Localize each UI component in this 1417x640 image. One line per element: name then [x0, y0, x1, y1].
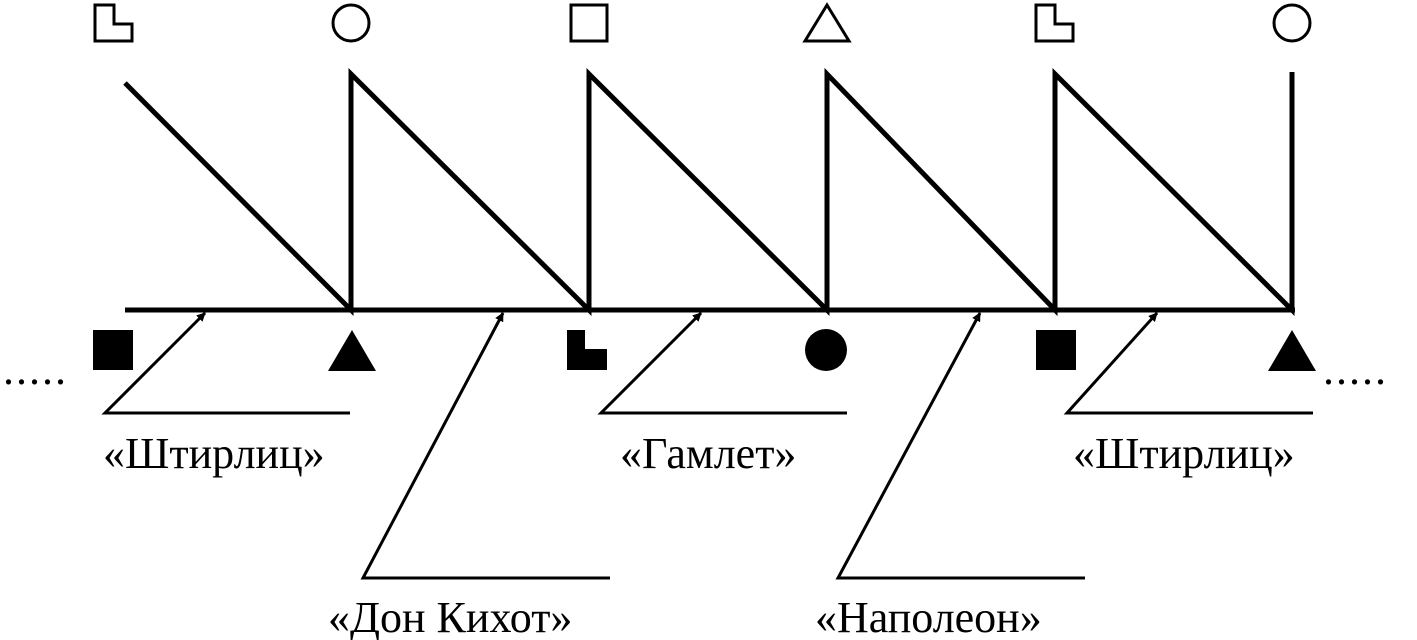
circle-filled-icon: [805, 329, 847, 371]
l-shape-outline-icon: [93, 3, 134, 43]
relation-zigzag-line: [123, 67, 1295, 317]
triangle-outline-icon: [802, 2, 852, 43]
circle-outline-icon: [1272, 3, 1312, 43]
circle-outline-icon: [331, 3, 371, 43]
napoleon-bracket: [835, 312, 1085, 580]
stirlitz-left-bracket: [101, 311, 350, 415]
label-napoleon: «Наполеон»: [815, 593, 1042, 640]
stirlitz-right-bracket: [1063, 311, 1313, 415]
label-hamlet: «Гамлет»: [620, 429, 796, 478]
continuation-dots-right: .....: [1323, 345, 1388, 394]
square-filled-icon: [93, 330, 133, 370]
label-stirlitz-right: «Штирлиц»: [1073, 429, 1295, 478]
hamlet-bracket: [597, 311, 847, 415]
label-don-quixote: «Дон Кихот»: [328, 593, 572, 640]
square-outline-icon: [569, 3, 609, 43]
l-shape-outline-icon: [1034, 3, 1075, 43]
triangle-filled-icon: [328, 330, 376, 371]
continuation-dots-left: .....: [3, 345, 68, 394]
square-filled-icon: [1036, 330, 1076, 370]
label-stirlitz-left: «Штирлиц»: [103, 429, 325, 478]
triangle-filled-icon: [1268, 330, 1316, 371]
don-quixote-bracket: [360, 312, 610, 580]
l-shape-filled-icon: [567, 330, 607, 370]
